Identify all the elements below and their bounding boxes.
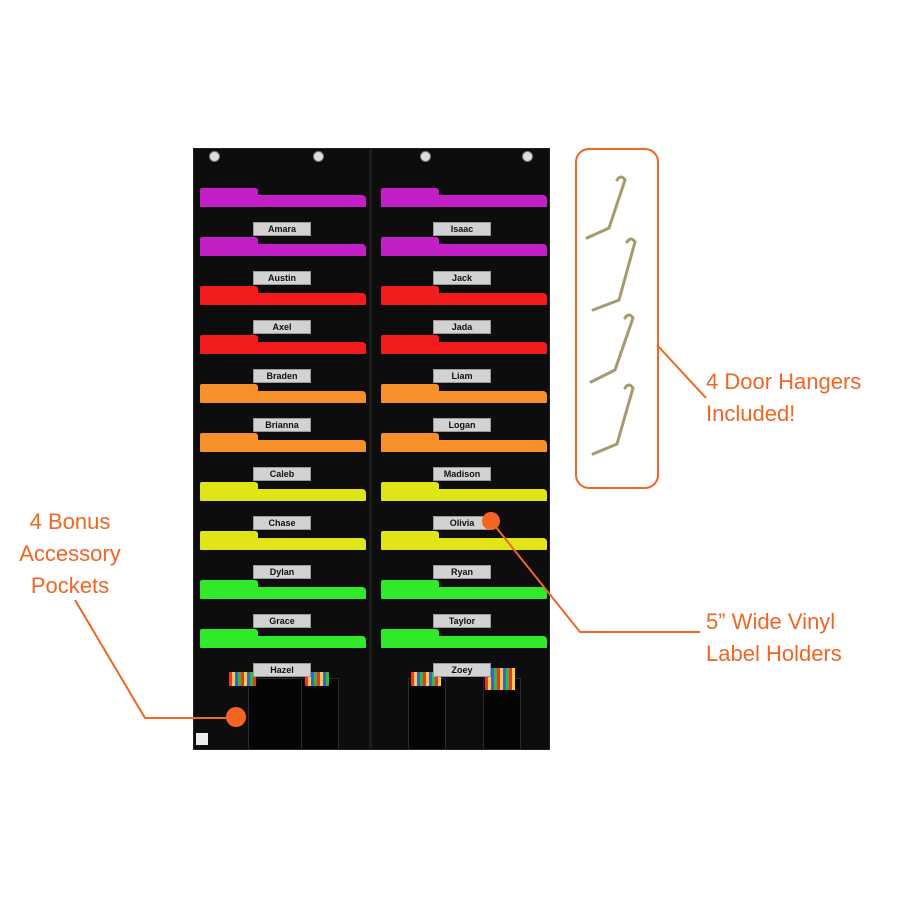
name-label: Liam	[433, 369, 491, 383]
name-label: Madison	[433, 467, 491, 481]
file-folder	[381, 482, 547, 501]
pockets-callout: 4 Bonus Accessory Pockets	[0, 506, 140, 602]
crayons	[229, 672, 256, 686]
hangers-callout: 4 Door Hangers Included!	[706, 366, 861, 430]
name-label: Logan	[433, 418, 491, 432]
file-folder	[381, 580, 547, 599]
name-label: Ryan	[433, 565, 491, 579]
callout-text: 4 Bonus	[29, 509, 111, 534]
name-label: Amara	[253, 222, 311, 236]
grommet-icon	[313, 151, 324, 162]
file-folder	[381, 188, 547, 207]
grommet-icon	[420, 151, 431, 162]
file-folder	[381, 629, 547, 648]
center-seam	[369, 148, 372, 750]
callout-dot	[226, 707, 246, 727]
file-folder	[381, 335, 547, 354]
file-folder	[200, 482, 366, 501]
name-label: Caleb	[253, 467, 311, 481]
name-label: Braden	[253, 369, 311, 383]
grommet-icon	[209, 151, 220, 162]
brand-tag	[196, 733, 208, 745]
name-label: Axel	[253, 320, 311, 334]
name-label: Chase	[253, 516, 311, 530]
callout-text: 4 Door Hangers	[706, 369, 862, 394]
file-folder	[200, 237, 366, 256]
name-label: Isaac	[433, 222, 491, 236]
callout-dot	[482, 512, 500, 530]
name-label: Dylan	[253, 565, 311, 579]
file-folder	[200, 580, 366, 599]
file-folder	[381, 433, 547, 452]
name-label: Taylor	[433, 614, 491, 628]
callout-text: Included!	[706, 401, 796, 426]
callout-text: Label Holders	[706, 641, 842, 666]
file-folder	[381, 384, 547, 403]
door-hanger-icon	[585, 175, 637, 456]
file-folder	[200, 531, 366, 550]
file-folder	[200, 286, 366, 305]
name-label: Jada	[433, 320, 491, 334]
name-label: Hazel	[253, 663, 311, 677]
file-folder	[381, 531, 547, 550]
file-folder	[381, 237, 547, 256]
file-folder	[200, 433, 366, 452]
file-folder	[200, 335, 366, 354]
callout-text: 5” Wide Vinyl	[706, 609, 836, 634]
callout-text: Pockets	[30, 573, 110, 598]
markers	[485, 668, 515, 690]
file-folder	[200, 188, 366, 207]
file-folder	[200, 629, 366, 648]
callout-text: Accessory	[19, 541, 121, 566]
name-label: Austin	[253, 271, 311, 285]
crayons	[305, 672, 329, 686]
hangers-box	[575, 148, 659, 489]
name-label: Brianna	[253, 418, 311, 432]
file-folder	[200, 384, 366, 403]
name-label: Grace	[253, 614, 311, 628]
name-label: Zoey	[433, 663, 491, 677]
labels-callout: 5” Wide Vinyl Label Holders	[706, 606, 842, 670]
grommet-icon	[522, 151, 533, 162]
name-label: Jack	[433, 271, 491, 285]
file-folder	[381, 286, 547, 305]
